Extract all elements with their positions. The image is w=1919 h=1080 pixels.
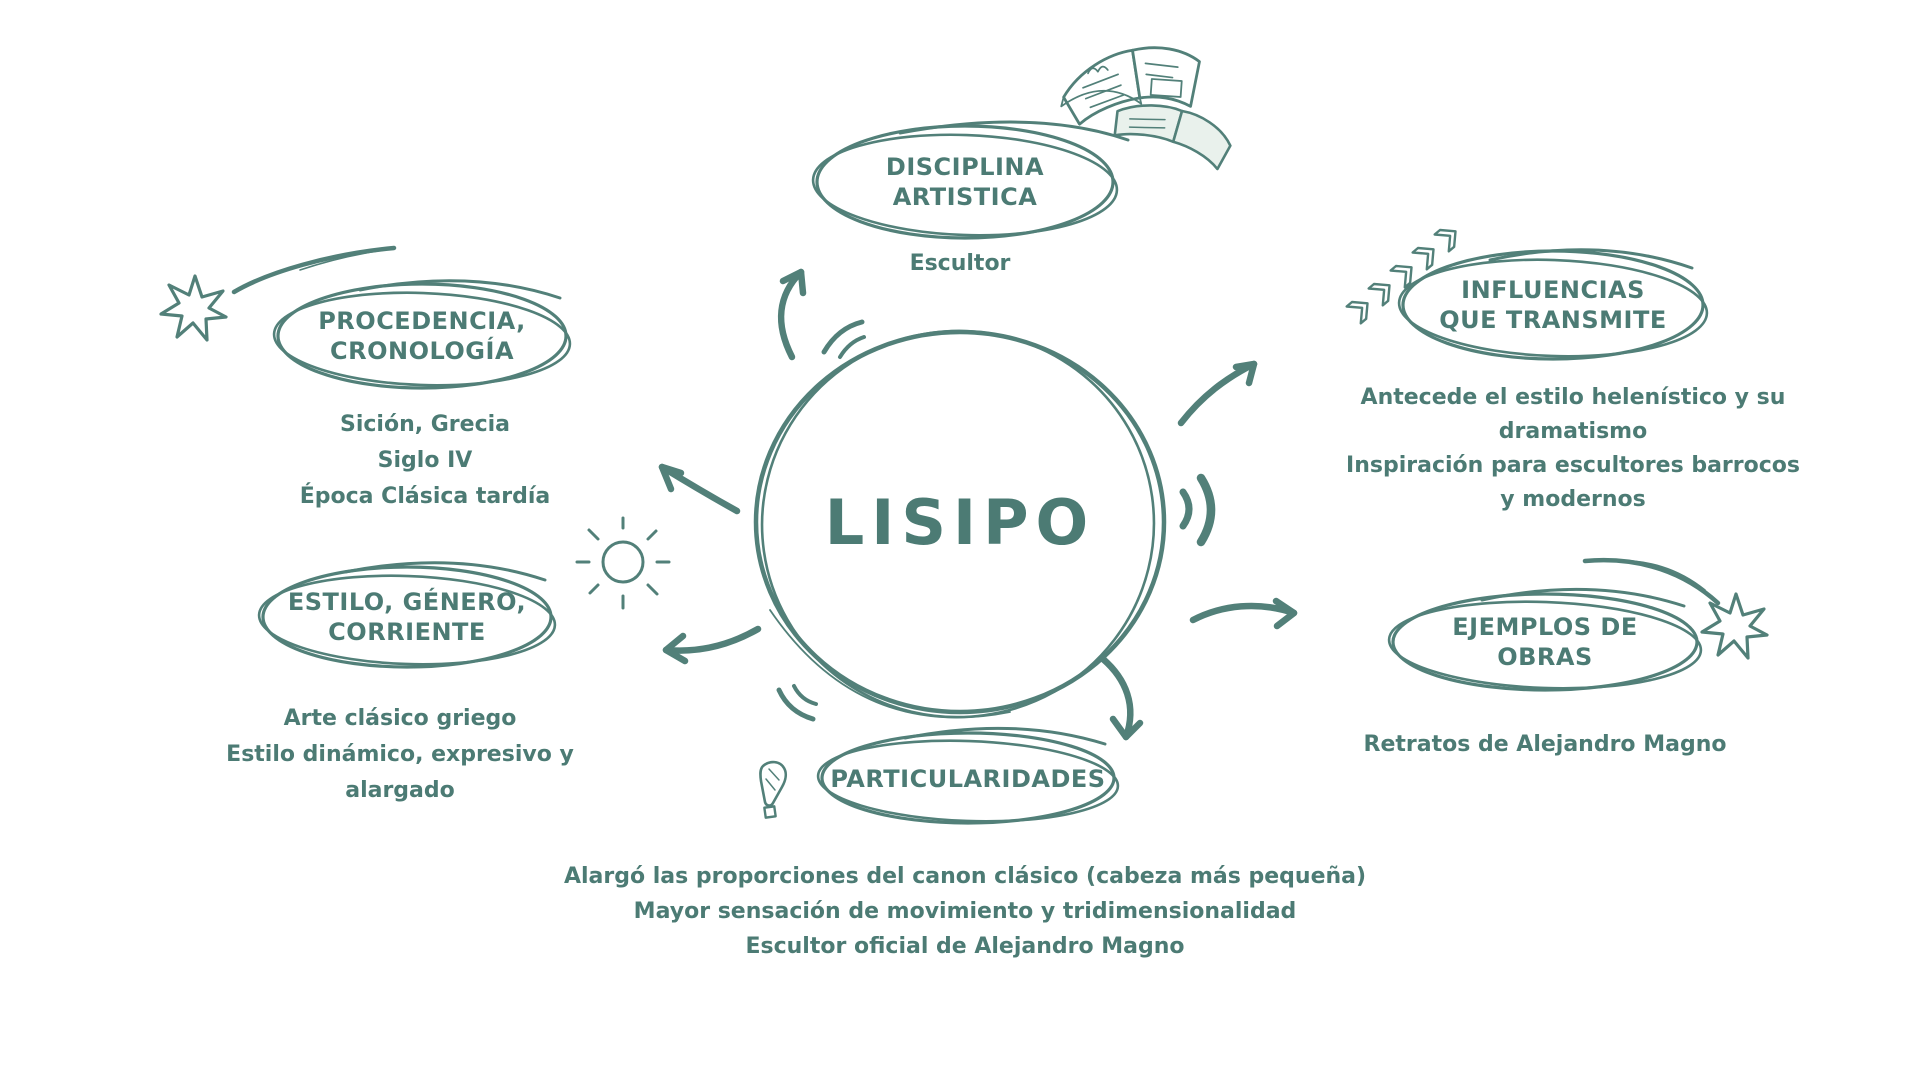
body-line: Mayor sensación de movimiento y tridimen… (633, 899, 1297, 924)
body-line: Escultor (909, 251, 1011, 276)
arrow-to-particularidades (1099, 655, 1144, 741)
node-title-influencias: INFLUENCIAS QUE TRANSMITE (1439, 276, 1667, 334)
body-line: Inspiración para escultores barrocos y m… (1346, 453, 1800, 512)
center-circle (753, 329, 1167, 719)
body-line: Antecede el estilo helenístico y su dram… (1360, 385, 1786, 444)
sparkle-star-right-icon (1700, 592, 1769, 660)
node-title-ejemplos: EJEMPLOS DE OBRAS (1452, 613, 1638, 671)
body-line: Sición, Grecia (339, 412, 511, 437)
sound-waves-icon (1179, 473, 1216, 547)
body-line: Alargó las proporciones del canon clásic… (563, 864, 1367, 889)
arrow-to-influencias (1177, 360, 1258, 427)
swoosh-right (1582, 557, 1721, 606)
node-ellipse-ejemplos (1387, 587, 1703, 692)
body-line: Retratos de Alejandro Magno (1363, 732, 1727, 757)
accent-arcs-top (821, 319, 866, 359)
arrow-to-procedencia (658, 463, 741, 515)
sparkle-star-left-icon (159, 274, 228, 342)
sun-icon (575, 516, 671, 610)
book-icon (1060, 46, 1232, 171)
body-line: Arte clásico griego (283, 706, 517, 731)
node-body-estilo: Arte clásico griego Estilo dinámico, exp… (215, 701, 585, 809)
accent-arcs-bottom (776, 684, 818, 722)
arrow-to-estilo (662, 625, 762, 665)
center-topic-label: LISIPO (824, 486, 1096, 559)
body-line: Escultor oficial de Alejandro Magno (745, 934, 1185, 959)
swoosh-left (231, 245, 397, 295)
arrow-to-ejemplos (1189, 597, 1298, 630)
node-title-particularidades: PARTICULARIDADES (830, 765, 1106, 793)
node-body-influencias: Antecede el estilo helenístico y su dram… (1338, 381, 1808, 517)
node-ellipse-procedencia (272, 279, 572, 390)
node-body-particularidades: Alargó las proporciones del canon clásic… (465, 859, 1465, 964)
arrow-to-disciplina (777, 268, 807, 361)
body-line: Época Clásica tardía (299, 484, 551, 509)
node-ellipse-particularidades (816, 726, 1120, 825)
body-line: Siglo IV (377, 448, 473, 473)
node-title-procedencia: PROCEDENCIA, CRONOLOGÍA (318, 307, 526, 365)
node-body-ejemplos: Retratos de Alejandro Magno (1345, 727, 1745, 763)
node-ellipse-influencias (1397, 248, 1709, 361)
node-title-estilo: ESTILO, GÉNERO, CORRIENTE (287, 588, 527, 646)
body-line: Estilo dinámico, expresivo y alargado (226, 742, 574, 803)
node-body-procedencia: Sición, Grecia Siglo IV Época Clásica ta… (245, 407, 605, 515)
node-title-disciplina: DISCIPLINA ARTISTICA (885, 153, 1045, 211)
node-ellipse-estilo (257, 561, 557, 669)
node-ellipse-disciplina (811, 120, 1130, 240)
node-body-disciplina: Escultor (860, 246, 1060, 282)
exclamation-icon (759, 760, 788, 819)
